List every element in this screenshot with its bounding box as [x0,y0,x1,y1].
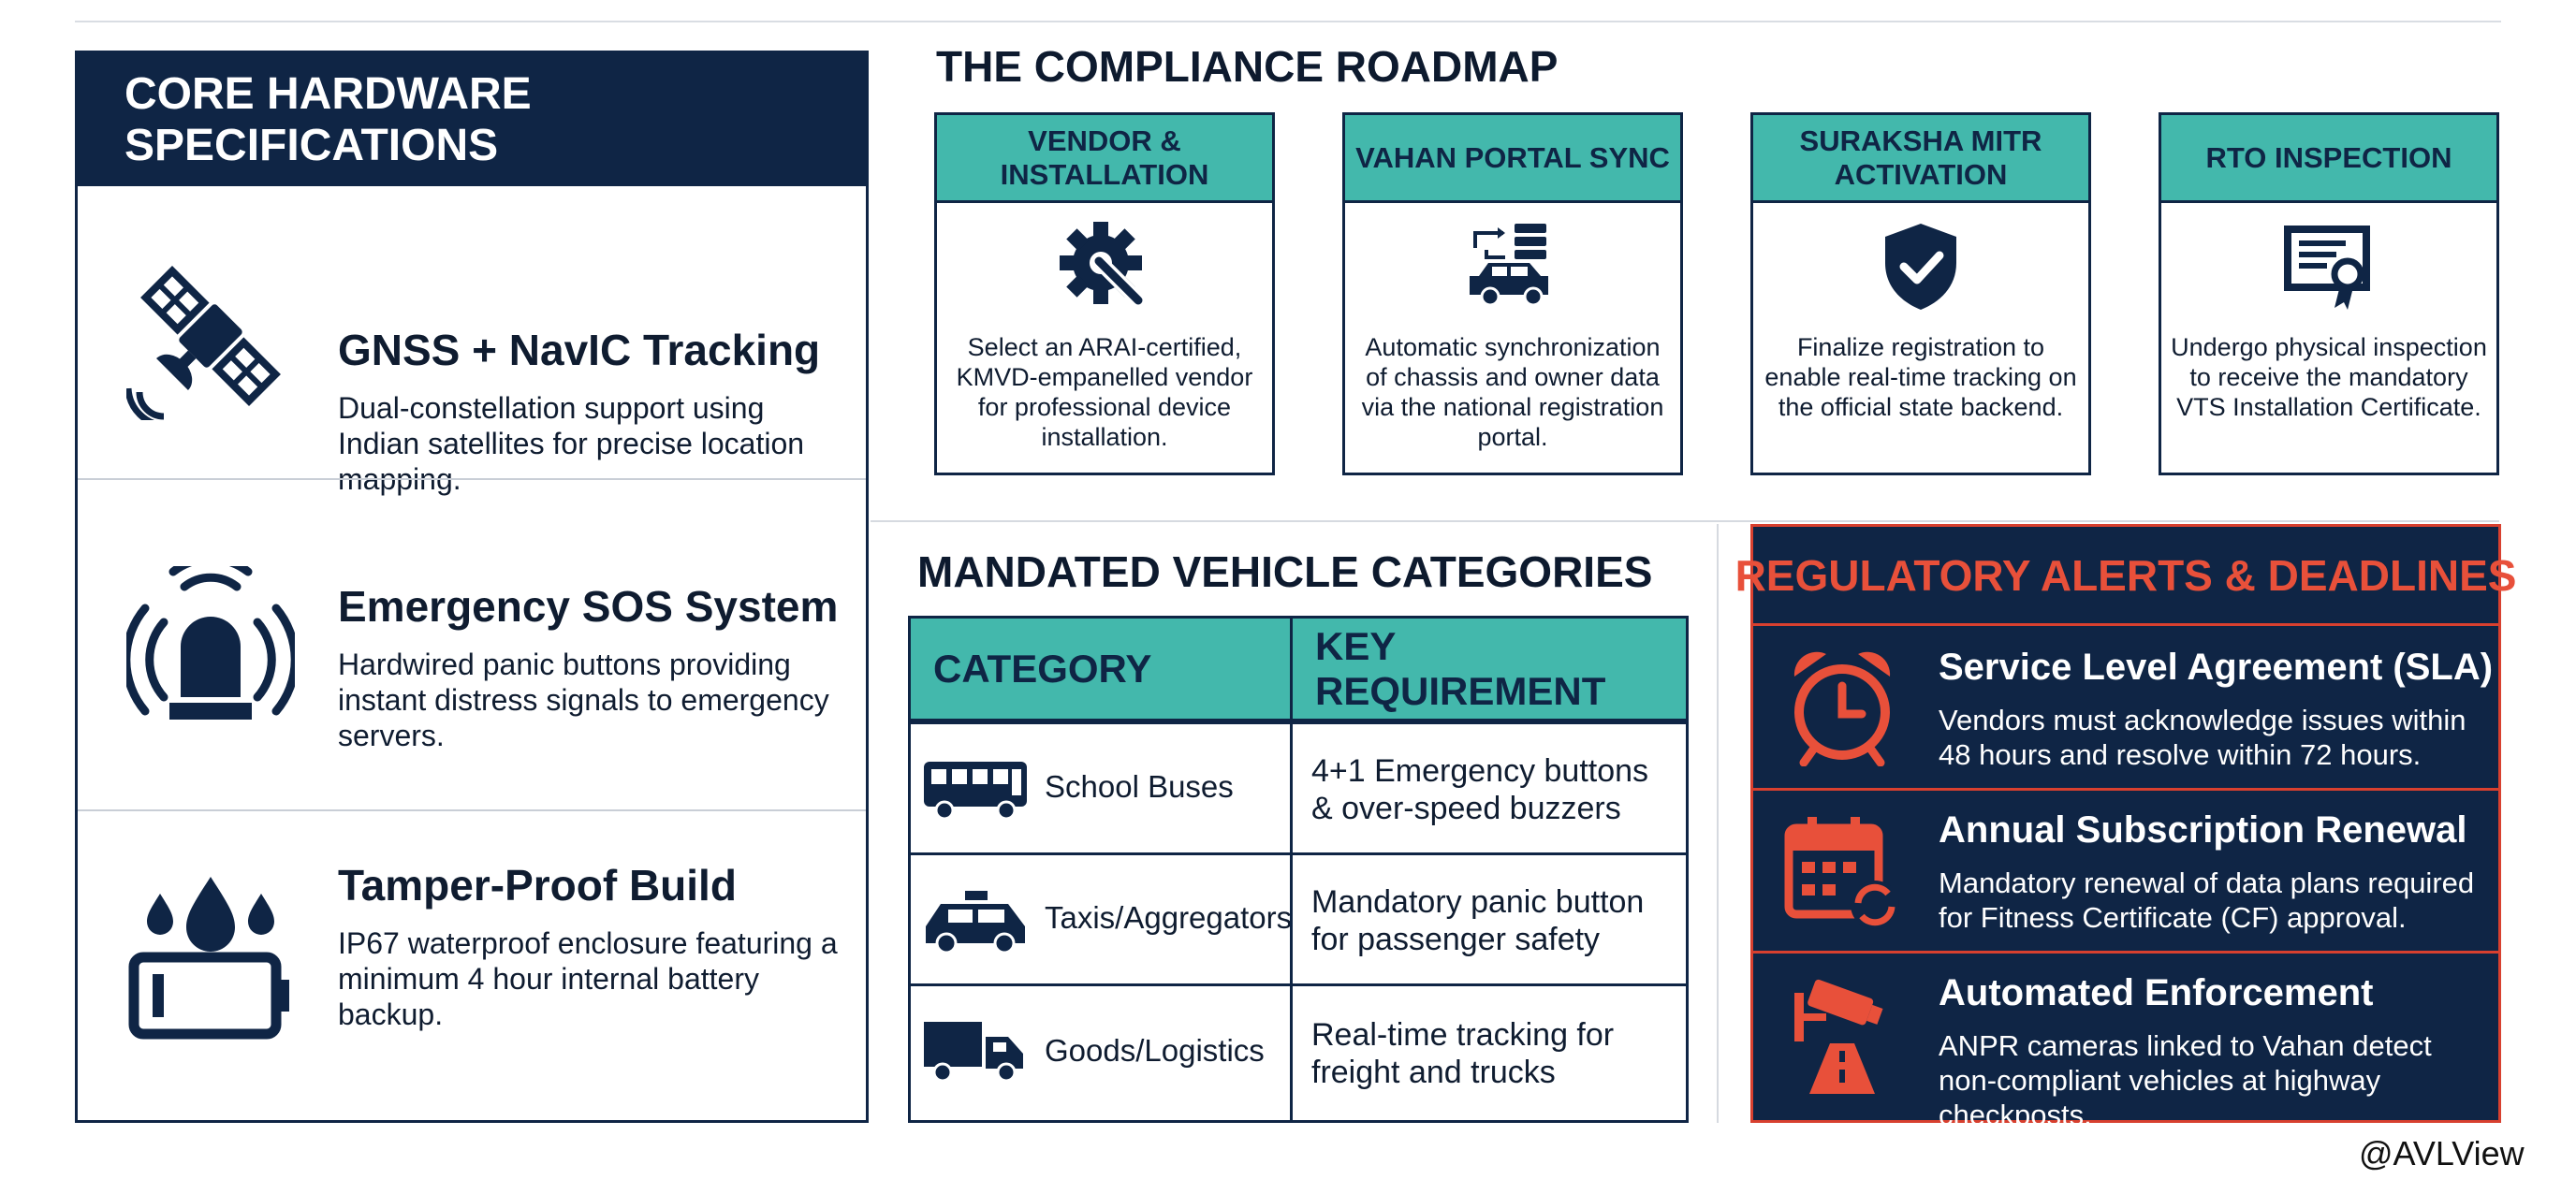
regulatory-alerts-panel: REGULATORY ALERTS & DEADLINES Service Le… [1735,524,2516,1131]
roadmap-step-desc: Select an ARAI-certified, KMVD-empanelle… [956,333,1253,451]
waterproof-battery-icon [128,877,289,1040]
hardware-item-title: GNSS + NavIC Tracking [338,326,821,374]
alert-title: Annual Subscription Renewal [1939,809,2467,851]
roadmap-step-suraksha: SURAKSHA MITR ACTIVATION Finalize regist… [1750,112,2091,475]
siren-icon [126,566,295,720]
top-divider [75,21,2501,22]
category-name: Taxis/Aggregators [1045,900,1293,935]
alert-desc: ANPR cameras linked to Vahan detect non-… [1939,1029,2432,1131]
category-name: Goods/Logistics [1045,1033,1265,1068]
server-car-sync-icon [1470,224,1548,307]
alert-title: Service Level Agreement (SLA) [1939,647,2494,688]
hardware-item-gnss: GNSS + NavIC Tracking Dual-constellation… [78,186,866,496]
category-requirement: 4+1 Emergency buttons & over-speed buzze… [1311,753,1649,826]
section-divider-vertical [1717,524,1719,1123]
alert-item-renewal: Annual Subscription Renewal Mandatory re… [1753,791,2498,954]
hardware-item-desc: Hardwired panic buttons providing instan… [338,648,829,752]
category-requirement: Real-time tracking for freight and truck… [1311,1017,1615,1090]
hardware-item-desc: Dual-constellation support using Indian … [338,391,805,496]
roadmap-step-rto: RTO INSPECTION Undergo physical inspecti… [2159,112,2499,475]
table-header-requirement: KEY REQUIREMENT [1293,619,1686,721]
roadmap-step-vendor: VENDOR & INSTALLATION Select an ARAI-cer… [934,112,1275,475]
hardware-item-tamper: Tamper-Proof Build IP67 waterproof enclo… [78,809,866,1120]
core-hardware-panel: CORE HARDWARE SPECIFICATIONS GNSS + NavI… [75,51,869,1123]
roadmap-title: THE COMPLIANCE ROADMAP [936,42,1559,91]
table-row: School Buses 4+1 Emergency buttons & ove… [911,721,1686,852]
table-row: Goods/Logistics Real-time tracking for f… [911,983,1686,1120]
gear-wrench-icon [1060,222,1146,308]
core-hardware-title: CORE HARDWARE SPECIFICATIONS [78,53,866,186]
section-divider-horizontal [871,520,2499,522]
hardware-item-title: Tamper-Proof Build [338,861,737,910]
category-name: School Buses [1045,769,1234,804]
camera-road-icon [1794,979,1883,1094]
hardware-item-title: Emergency SOS System [338,582,839,631]
taxi-icon [926,891,1025,954]
table-row: Taxis/Aggregators Mandatory panic button… [911,852,1686,983]
regulatory-alerts-title: REGULATORY ALERTS & DEADLINES [1735,527,2516,626]
roadmap-step-vahan: VAHAN PORTAL SYNC Automatic synchronizat… [1342,112,1683,475]
certificate-icon [2284,226,2370,310]
roadmap-step-title: VAHAN PORTAL SYNC [1345,115,1680,203]
vehicle-categories-table: CATEGORY KEY REQUIREMENT School Buses 4+… [908,616,1689,1123]
alert-item-sla: Service Level Agreement (SLA) Vendors mu… [1753,626,2498,791]
roadmap-step-title: VENDOR & INSTALLATION [937,115,1272,203]
roadmap-step-title: RTO INSPECTION [2161,115,2496,203]
alert-desc: Mandatory renewal of data plans required… [1939,866,2475,934]
hardware-item-sos: Emergency SOS System Hardwired panic but… [78,478,866,809]
roadmap-step-title: SURAKSHA MITR ACTIVATION [1753,115,2088,203]
roadmap-step-desc: Finalize registration to enable real-tim… [1764,333,2077,421]
category-requirement: Mandatory panic button for passenger saf… [1311,884,1645,957]
shield-check-icon [1885,224,1956,310]
hardware-item-desc: IP67 waterproof enclosure featuring a mi… [338,926,838,1031]
table-header-category: CATEGORY [911,619,1290,721]
alert-title: Automated Enforcement [1939,972,2374,1013]
alert-desc: Vendors must acknowledge issues within 4… [1939,704,2466,771]
credit-handle: @AVLView [2359,1134,2525,1172]
vehicle-categories-title: MANDATED VEHICLE CATEGORIES [917,547,1653,596]
roadmap-step-desc: Automatic synchronization of chassis and… [1361,333,1664,451]
alert-item-enforcement: Automated Enforcement ANPR cameras linke… [1753,954,2498,1131]
truck-icon [924,1022,1023,1083]
alarm-clock-icon [1793,651,1891,766]
satellite-icon [126,266,281,420]
calendar-renew-icon [1784,817,1899,929]
roadmap-step-desc: Undergo physical inspection to receive t… [2171,333,2487,421]
table-column-divider [1290,619,1293,1120]
bus-icon [924,762,1027,821]
